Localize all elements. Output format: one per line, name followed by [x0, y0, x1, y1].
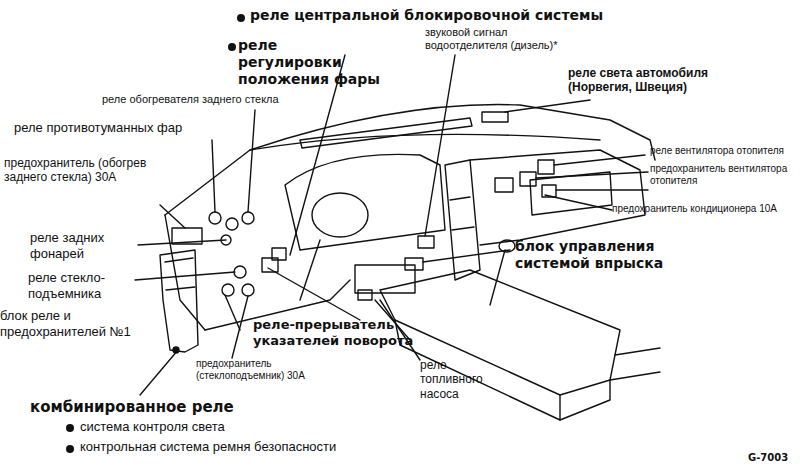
- steering-column: [312, 193, 368, 237]
- function-label: система контроля света: [80, 419, 340, 435]
- relay-label: реле противотуманных фар: [14, 120, 244, 136]
- ecu-box: [355, 265, 415, 293]
- relay-label: реле обогревателя заднего стекла: [102, 93, 342, 106]
- fuse-label: предохранитель (стеклоподъемник) 30A: [196, 358, 331, 382]
- leader-line: [423, 250, 510, 262]
- console-side: [395, 320, 560, 420]
- leader-line: [140, 350, 178, 395]
- figure-code: G-7003: [748, 452, 800, 464]
- leader-line: [554, 155, 645, 165]
- relay: [482, 112, 508, 122]
- leader-line: [425, 55, 455, 236]
- leader-line: [536, 172, 648, 178]
- relay: [520, 172, 536, 186]
- leader-line: [138, 240, 226, 245]
- relay: [495, 178, 513, 192]
- relay: [226, 218, 238, 230]
- glovebox-area: [470, 150, 645, 245]
- dash-left-side: [165, 215, 205, 330]
- relay-label: реле регулировки положения фары: [238, 37, 383, 87]
- stack-detail: [450, 197, 474, 230]
- glovebox: [530, 172, 612, 215]
- leader-line: [248, 110, 255, 212]
- relay: [209, 212, 221, 224]
- console-end: [560, 380, 610, 420]
- bullet: [66, 445, 74, 453]
- bullet: [228, 43, 236, 51]
- floor-console: [380, 270, 620, 395]
- fuse-label: предохранитель (обогрев заднего стекла) …: [4, 156, 169, 185]
- leader-line: [212, 140, 215, 212]
- dash-top: [165, 105, 655, 215]
- relay-block-detail: [165, 258, 195, 290]
- leader-line: [556, 189, 648, 190]
- leader-line: [268, 268, 360, 320]
- bullet: [237, 14, 245, 22]
- relay-label: реле задних фонарей: [30, 230, 135, 261]
- relay-label: комбинированное реле: [30, 398, 310, 416]
- function-label: контрольная система ремня безопасности: [80, 439, 460, 455]
- relay: [418, 236, 434, 248]
- floor-line: [610, 348, 660, 380]
- signal-label: звуковой сигнал водоотделителя (дизель)*: [425, 26, 590, 52]
- relay: [222, 284, 234, 296]
- block-label: блок реле и предохранителей №1: [0, 308, 175, 339]
- relay-label: реле вентилятора отопителя: [650, 145, 800, 157]
- relay-label: реле-прерыватель указателей поворота: [253, 317, 418, 348]
- relay: [405, 258, 423, 270]
- relay: [242, 212, 254, 224]
- fuse-label: предохранитель кондиционера 10A: [612, 203, 800, 215]
- relay-label: реле центральной блокировочной системы: [250, 7, 610, 24]
- leader-line: [225, 295, 240, 330]
- relay-label: реле света автомобиля (Норвегия, Швеция): [568, 66, 738, 95]
- leader-line: [160, 205, 185, 228]
- relay: [538, 160, 554, 174]
- leader-line: [135, 272, 235, 280]
- bullet: [66, 424, 74, 432]
- leader-line: [545, 195, 612, 210]
- leader-line: [232, 296, 248, 358]
- gear-lever: [490, 250, 505, 305]
- relay: [234, 266, 246, 278]
- relay: [358, 290, 372, 300]
- relay-block: [160, 250, 198, 352]
- fuse-label: предохранитель вентилятора отопителя: [650, 163, 790, 187]
- center-stack: [445, 160, 480, 280]
- relay: [272, 248, 286, 260]
- instrument-hood: [285, 154, 445, 250]
- relay: [242, 284, 254, 296]
- ecu-label: блок управления системой впрыска: [515, 238, 675, 272]
- leader-line: [505, 100, 590, 112]
- relay-label: реле топливного насоса: [420, 358, 505, 401]
- relay-label: реле стекло- подъемника: [28, 270, 128, 301]
